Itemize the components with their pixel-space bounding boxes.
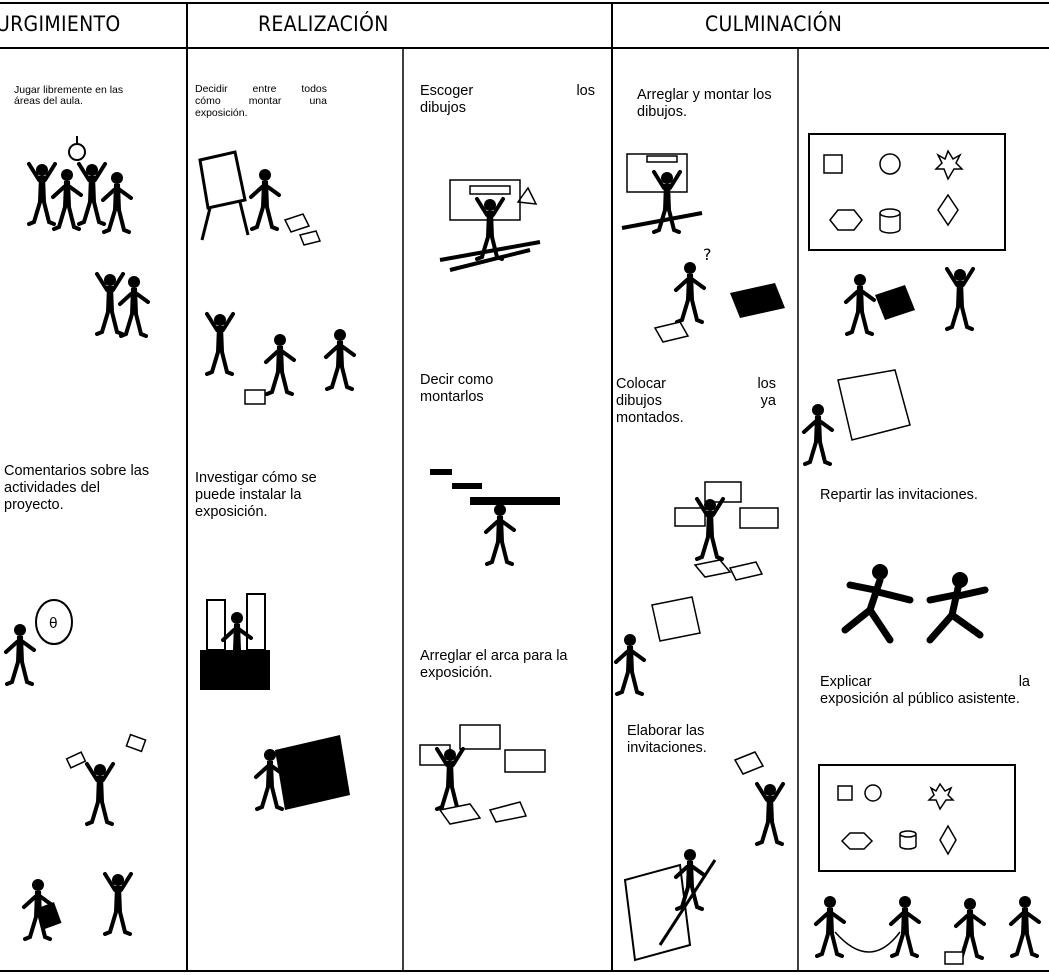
kids-playing-icon (27, 136, 133, 234)
thinking-kid-icon: ? (653, 245, 785, 343)
kids-discussing-icon (205, 312, 356, 405)
choosing-drawings-icon (439, 179, 541, 272)
shelf-icon (200, 593, 270, 690)
exhibition-board-icon (818, 764, 1016, 872)
kids-celebrating-icon (22, 872, 133, 941)
col2-activity-2: Investigar cómo se puede instalar la exp… (195, 470, 317, 520)
kid-with-sign-icon-2 (614, 596, 701, 696)
col3-activity-3: Arreglar el arca para la exposición. (420, 648, 568, 681)
svg-text:?: ? (703, 245, 712, 264)
mounting-drawings-icon (430, 469, 560, 566)
svg-text:θ: θ (49, 616, 58, 632)
kid-with-poster-icon (802, 369, 911, 466)
kids-running-icon (841, 564, 989, 644)
col1-activity-2: Comentarios sobre las actividades del pr… (4, 463, 150, 513)
arranging-ark-icon (419, 724, 546, 825)
col4-activity-3: Elaborar las invitaciones. (627, 723, 707, 756)
col5-activity-1: Repartir las invitaciones. (820, 487, 978, 503)
header-surgimiento: URGIMIENTO (0, 12, 121, 36)
making-invitations-icon (623, 751, 785, 962)
shapes-board-icon (808, 133, 1006, 251)
col4-activity-1: Arreglar y montar los dibujos. (637, 87, 772, 120)
kid-with-sign-icon: θ (4, 599, 73, 686)
placing-drawings-icon (674, 481, 779, 581)
header-culminacion: CULMINACIÓN (705, 12, 843, 36)
juggling-kid-icon (65, 733, 147, 826)
easel-kid-icon (198, 150, 322, 246)
montando-dibujos-icon (621, 153, 703, 234)
header-realizacion: REALIZACIÓN (258, 12, 389, 36)
two-kids-icon (95, 272, 150, 338)
kids-with-board-icon (844, 267, 975, 336)
public-visitors-icon (814, 894, 1041, 965)
col1-activity-1: Jugar libremente en las áreas del aula. (14, 84, 124, 107)
col3-activity-2: Decir como montarlos (420, 372, 494, 405)
box-pushing-icon (254, 735, 350, 811)
